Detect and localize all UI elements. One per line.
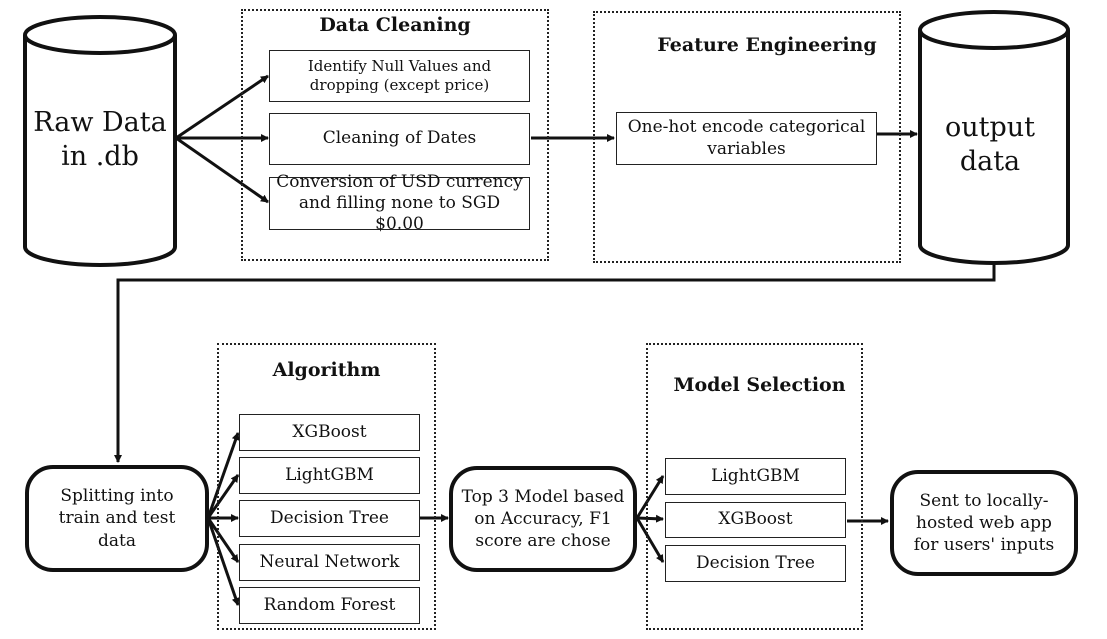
algorithm-item-random-forest: Random Forest [239,587,420,624]
data-cleaning-group [241,9,549,261]
output-data-label: output data [944,112,1036,177]
arrow-split-to-xgboost [206,432,240,519]
arrow-split-to-lightgbm [206,474,240,519]
cleaning-step-null-values: Identify Null Values and dropping (excep… [269,50,530,102]
splitting-node: Splitting into train and test data [25,465,209,572]
data-cleaning-title: Data Cleaning [319,14,471,36]
onehot-encode-step: One-hot encode categorical variables [616,112,877,165]
selected-model-decision-tree: Decision Tree [665,545,846,582]
selected-model-lightgbm: LightGBM [665,458,846,495]
cleaning-step-currency: Conversion of USD currency and filling n… [269,172,530,234]
algorithm-item-decision-tree: Decision Tree [239,500,420,537]
output-data-cylinder [918,10,1070,265]
raw-data-label: Raw Data in .db [33,107,167,172]
arrow-top3-to-lightgbm [635,475,665,519]
arrow-raw-to-currency [175,136,269,204]
arrow-top3-to-xgboost [636,514,664,523]
arrow-output-to-splitting [114,265,996,463]
arrow-split-to-neural-network [206,517,240,563]
algorithm-group [217,343,436,630]
selected-model-xgboost: XGBoost [665,502,846,538]
arrow-split-to-random-forest [206,517,240,606]
top3-model-node: Top 3 Model based on Accuracy, F1 score … [449,466,637,572]
model-selection-group [646,343,863,630]
web-app-node: Sent to locally-hosted web app for users… [890,470,1078,576]
algorithm-item-xgboost: XGBoost [239,414,420,451]
algorithm-item-lightgbm: LightGBM [239,457,420,494]
arrow-raw-to-null [175,74,269,140]
arrow-top3-to-decision-tree [635,517,665,563]
algorithm-item-neural-network: Neural Network [239,544,420,581]
feature-engineering-title: Feature Engineering [657,34,877,56]
feature-engineering-group [593,11,901,263]
cleaning-step-dates: Cleaning of Dates [269,113,530,165]
raw-data-cylinder [23,15,177,267]
model-selection-title: Model Selection [673,374,846,396]
algorithm-title: Algorithm [272,359,381,381]
